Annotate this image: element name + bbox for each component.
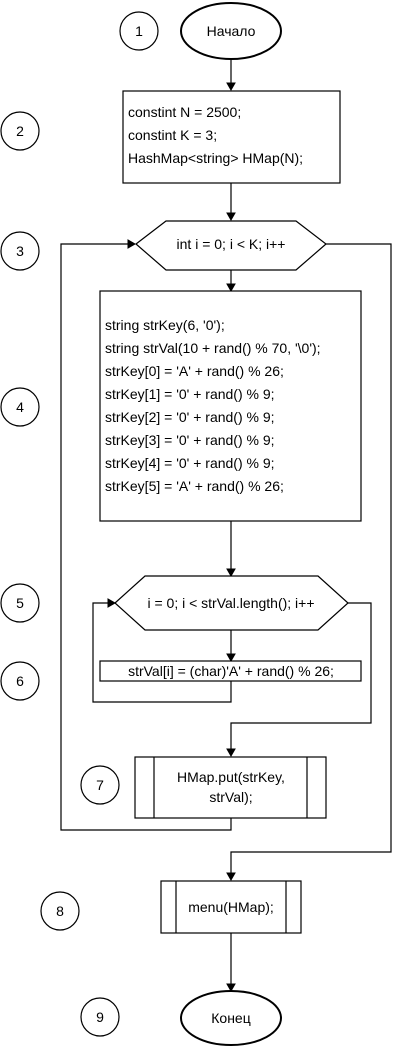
svg-text:constint N = 2500;: constint N = 2500; bbox=[128, 104, 241, 120]
svg-text:Конец: Конец bbox=[211, 1010, 250, 1026]
svg-text:HMap.put(strKey,: HMap.put(strKey, bbox=[177, 769, 285, 785]
arrowhead bbox=[226, 283, 236, 293]
arrowhead bbox=[127, 239, 137, 249]
svg-text:8: 8 bbox=[56, 903, 64, 919]
svg-text:HashMap<string> HMap(N);: HashMap<string> HMap(N); bbox=[128, 150, 303, 166]
end-terminator: Конец bbox=[180, 990, 282, 1046]
put-subroutine-block: HMap.put(strKey, strVal); bbox=[134, 756, 327, 819]
edge-outer-loop-exit bbox=[230, 243, 392, 874]
step-number-1: 1 bbox=[119, 11, 159, 51]
svg-text:strVal);: strVal); bbox=[209, 789, 252, 805]
outer-loop-hexagon: int i = 0; i < K; i++ bbox=[135, 220, 327, 271]
init-process-block: constint N = 2500; constint K = 3; HashM… bbox=[122, 90, 341, 184]
arrowhead bbox=[226, 872, 236, 882]
svg-text:6: 6 bbox=[16, 673, 24, 689]
edge-inner-loop-exit bbox=[230, 602, 372, 750]
svg-text:string strKey(6, '0');: string strKey(6, '0'); bbox=[105, 317, 225, 333]
arrowhead bbox=[226, 748, 236, 758]
menu-subroutine-block: menu(HMap); bbox=[160, 880, 302, 934]
edge-inner-body-loopback bbox=[92, 602, 232, 703]
svg-text:9: 9 bbox=[96, 1009, 104, 1025]
edges bbox=[60, 59, 392, 993]
arrowhead bbox=[226, 983, 236, 993]
svg-text:int i = 0; i < K; i++: int i = 0; i < K; i++ bbox=[177, 236, 286, 252]
svg-text:4: 4 bbox=[16, 399, 24, 415]
svg-text:strKey[4] = '0' + rand() % 9;: strKey[4] = '0' + rand() % 9; bbox=[105, 455, 275, 471]
start-terminator: Начало bbox=[180, 2, 282, 60]
edge-put-loopback bbox=[60, 243, 232, 831]
arrowhead bbox=[107, 598, 117, 608]
svg-text:string strVal(10 + rand() % 70: string strVal(10 + rand() % 70, '\0'); bbox=[105, 340, 321, 356]
svg-text:strKey[0] = 'A' + rand() % 26;: strKey[0] = 'A' + rand() % 26; bbox=[105, 363, 284, 379]
inner-body-block: strVal[i] = (char)'A' + rand() % 26; bbox=[99, 660, 362, 682]
svg-text:i = 0; i < strVal.length(); i+: i = 0; i < strVal.length(); i++ bbox=[147, 595, 314, 611]
step-number-5: 5 bbox=[0, 583, 40, 623]
svg-text:constint K = 3;: constint K = 3; bbox=[128, 127, 217, 143]
arrowhead bbox=[226, 212, 236, 222]
svg-text:3: 3 bbox=[16, 243, 24, 259]
step-number-3: 3 bbox=[0, 231, 40, 271]
step-number-8: 8 bbox=[40, 891, 80, 931]
svg-text:2: 2 bbox=[16, 123, 24, 139]
svg-text:menu(HMap);: menu(HMap); bbox=[188, 899, 274, 915]
step-number-4: 4 bbox=[0, 387, 40, 427]
arrowhead bbox=[226, 653, 236, 663]
svg-text:1: 1 bbox=[135, 23, 143, 39]
step-number-9: 9 bbox=[80, 997, 120, 1037]
svg-text:Начало: Начало bbox=[207, 23, 256, 39]
loop-body-block: string strKey(6, '0'); string strVal(10 … bbox=[99, 290, 362, 522]
arrowhead bbox=[226, 82, 236, 92]
svg-text:strKey[3] = '0' + rand() % 9;: strKey[3] = '0' + rand() % 9; bbox=[105, 432, 275, 448]
arrowhead bbox=[226, 568, 236, 578]
step-number-7: 7 bbox=[80, 765, 120, 805]
svg-text:7: 7 bbox=[96, 777, 104, 793]
step-number-2: 2 bbox=[0, 111, 40, 151]
step-number-6: 6 bbox=[0, 661, 40, 701]
svg-text:5: 5 bbox=[16, 595, 24, 611]
svg-text:strKey[2] = '0' + rand() % 9;: strKey[2] = '0' + rand() % 9; bbox=[105, 409, 275, 425]
svg-text:strKey[5] = 'A' + rand() % 26;: strKey[5] = 'A' + rand() % 26; bbox=[105, 478, 284, 494]
inner-loop-hexagon: i = 0; i < strVal.length(); i++ bbox=[114, 575, 349, 631]
svg-text:strVal[i] = (char)'A' + rand(): strVal[i] = (char)'A' + rand() % 26; bbox=[128, 663, 334, 679]
svg-text:strKey[1] = '0' + rand() % 9;: strKey[1] = '0' + rand() % 9; bbox=[105, 386, 275, 402]
